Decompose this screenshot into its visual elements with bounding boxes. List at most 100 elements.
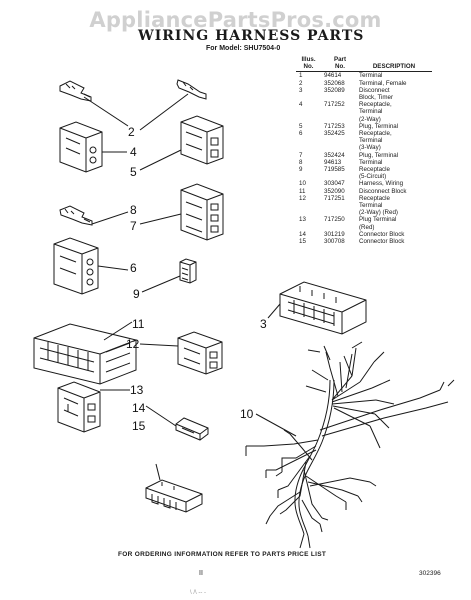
part-number: 719585 [324, 166, 345, 174]
part-description: Receptacle,Terminal(2-Way) [359, 101, 432, 123]
part-3-disconnect-block-timer [279, 281, 367, 335]
part-7-plug-terminal [180, 183, 224, 241]
illus-number: 5 [299, 122, 303, 130]
part-number: 352424 [324, 151, 345, 159]
part-number: 94613 [324, 158, 342, 166]
description-line: Terminal [359, 158, 383, 166]
part-number: 352089 [324, 86, 345, 94]
header-part-no: Part No. [324, 56, 359, 73]
illus-number: 12 [299, 194, 306, 202]
part-number: 352425 [324, 130, 345, 138]
part-number: 94614 [324, 72, 342, 80]
figure-number: 302396 [419, 570, 441, 577]
illus-number: 7 [299, 151, 303, 159]
illus-number: 4 [299, 101, 303, 109]
part-1-terminal [59, 80, 92, 102]
part-number: 301219 [324, 230, 345, 238]
description-line: Harness, Wiring [359, 180, 404, 188]
part-14-connector-block [175, 417, 209, 441]
illus-number: 1 [299, 72, 303, 80]
part-15-connector-block [145, 479, 203, 513]
part-number: 352090 [324, 187, 345, 195]
part-description: Terminal, Female [359, 80, 432, 87]
part-number: 303047 [324, 180, 345, 188]
callout-6: 6 [130, 261, 137, 275]
description-line: Plug, Terminal [359, 151, 399, 159]
description-line: Receptacle, [359, 101, 392, 109]
illus-number: 9 [299, 166, 303, 174]
bottom-mark: \ /\ -- - [190, 590, 206, 596]
illus-number: 14 [299, 230, 306, 238]
description-line: (Red) [359, 223, 375, 231]
description-line: (3-Way) [359, 144, 381, 152]
callout-11: 11 [132, 317, 145, 331]
parts-table-header: Illus. No. Part No. DESCRIPTION [296, 56, 432, 73]
callout-8: 8 [130, 203, 137, 217]
header-illus-line2: No. [303, 63, 314, 71]
header-part-line2: No. [335, 63, 345, 71]
parts-table-row: 9 719585 Receptacle(5-Circuit) [296, 166, 432, 180]
part-6-receptacle-3way [53, 237, 99, 295]
description-line: Plug, Terminal [359, 122, 399, 130]
part-description: Harness, Wiring [359, 180, 432, 187]
part-number: 352068 [324, 79, 345, 87]
part-number: 717253 [324, 122, 345, 130]
part-4-receptacle-2way [59, 121, 103, 173]
part-number: 717250 [324, 216, 345, 224]
parts-table-row: 7 352424 Plug, Terminal [296, 152, 432, 159]
part-5-plug-terminal [180, 115, 224, 165]
part-description: Receptacle,Terminal(3-Way) [359, 130, 432, 152]
part-8-terminal [59, 205, 93, 226]
parts-table-row: 10 303047 Harness, Wiring [296, 180, 432, 187]
part-13-plug-terminal-red [57, 381, 101, 433]
page-number: II [199, 570, 203, 577]
description-line: Terminal [359, 202, 383, 210]
callout-12: 12 [126, 337, 140, 351]
part-description: Plug, Terminal [359, 152, 432, 159]
description-line: Receptacle [359, 166, 390, 174]
callout-10: 10 [240, 407, 254, 421]
description-line: Connector Block [359, 230, 405, 238]
part-number: 300708 [324, 238, 345, 246]
description-line: Plug Terminal [359, 216, 397, 224]
illus-number: 10 [299, 180, 306, 188]
callout-15: 15 [132, 419, 146, 433]
part-description: Plug, Terminal [359, 123, 432, 130]
illus-number: 15 [299, 238, 306, 246]
callout-9: 9 [133, 287, 140, 301]
ordering-note: FOR ORDERING INFORMATION REFER TO PARTS … [118, 551, 327, 558]
part-description: Plug Terminal(Red) [359, 216, 432, 230]
description-line: Disconnect Block [359, 187, 407, 195]
callout-4: 4 [130, 145, 137, 159]
header-part-line1: Part [333, 56, 347, 63]
description-line: (5-Circuit) [359, 173, 387, 181]
parts-table-row: 5 717253 Plug, Terminal [296, 123, 432, 130]
illus-number: 6 [299, 130, 303, 138]
description-line: (2-Way) [359, 115, 381, 123]
callout-5: 5 [130, 165, 137, 179]
part-description: Connector Block [359, 231, 432, 238]
callout-2: 2 [128, 125, 135, 139]
watermark-text: AppliancePartsPros.com [89, 8, 382, 32]
description-line: Receptacle, [359, 130, 392, 138]
part-10-wiring-harness [245, 341, 455, 549]
header-illus-no: Illus. No. [296, 56, 324, 73]
parts-table-row: 1 94614 Terminal [296, 72, 432, 80]
part-11-disconnect-block [33, 323, 137, 385]
part-description: Terminal [359, 159, 432, 166]
header-illus-line1: Illus. [301, 56, 316, 63]
illus-number: 3 [299, 86, 303, 94]
part-description: Receptacle(5-Circuit) [359, 166, 432, 180]
description-line: Block, Timer [359, 94, 394, 102]
page-title: WIRING HARNESS PARTS [138, 28, 365, 44]
part-description: Terminal [359, 72, 432, 80]
description-line: (2-Way) (Red) [359, 209, 398, 217]
part-12-receptacle-2way-red [177, 331, 223, 375]
